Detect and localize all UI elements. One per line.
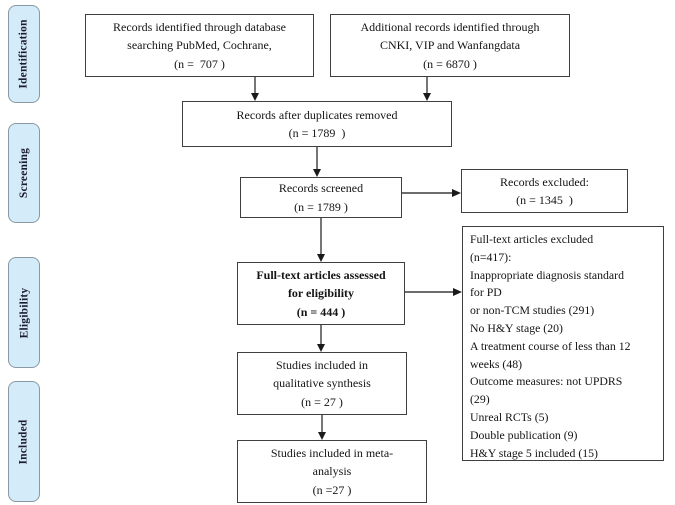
box-meta-analysis: Studies included in meta-analysis(n =27 … <box>237 440 427 503</box>
stage-eligibility: Eligibility <box>8 257 40 368</box>
box-records-excluded: Records excluded:(n = 1345 ) <box>461 169 628 213</box>
stage-included-label: Included <box>18 418 30 465</box>
stage-screening: Screening <box>8 123 40 223</box>
stage-identification: Identification <box>8 5 40 103</box>
stage-included: Included <box>8 381 40 502</box>
box-fulltext-excluded: Full-text articles excluded(n=417):Inapp… <box>462 226 664 461</box>
stage-screening-label: Screening <box>18 147 30 199</box>
box-records-screened: Records screened(n = 1789 ) <box>240 177 402 218</box>
box-after-duplicates: Records after duplicates removed(n = 178… <box>182 101 452 147</box>
stage-eligibility-label: Eligibility <box>18 287 30 338</box>
stage-identification-label: Identification <box>18 19 30 89</box>
